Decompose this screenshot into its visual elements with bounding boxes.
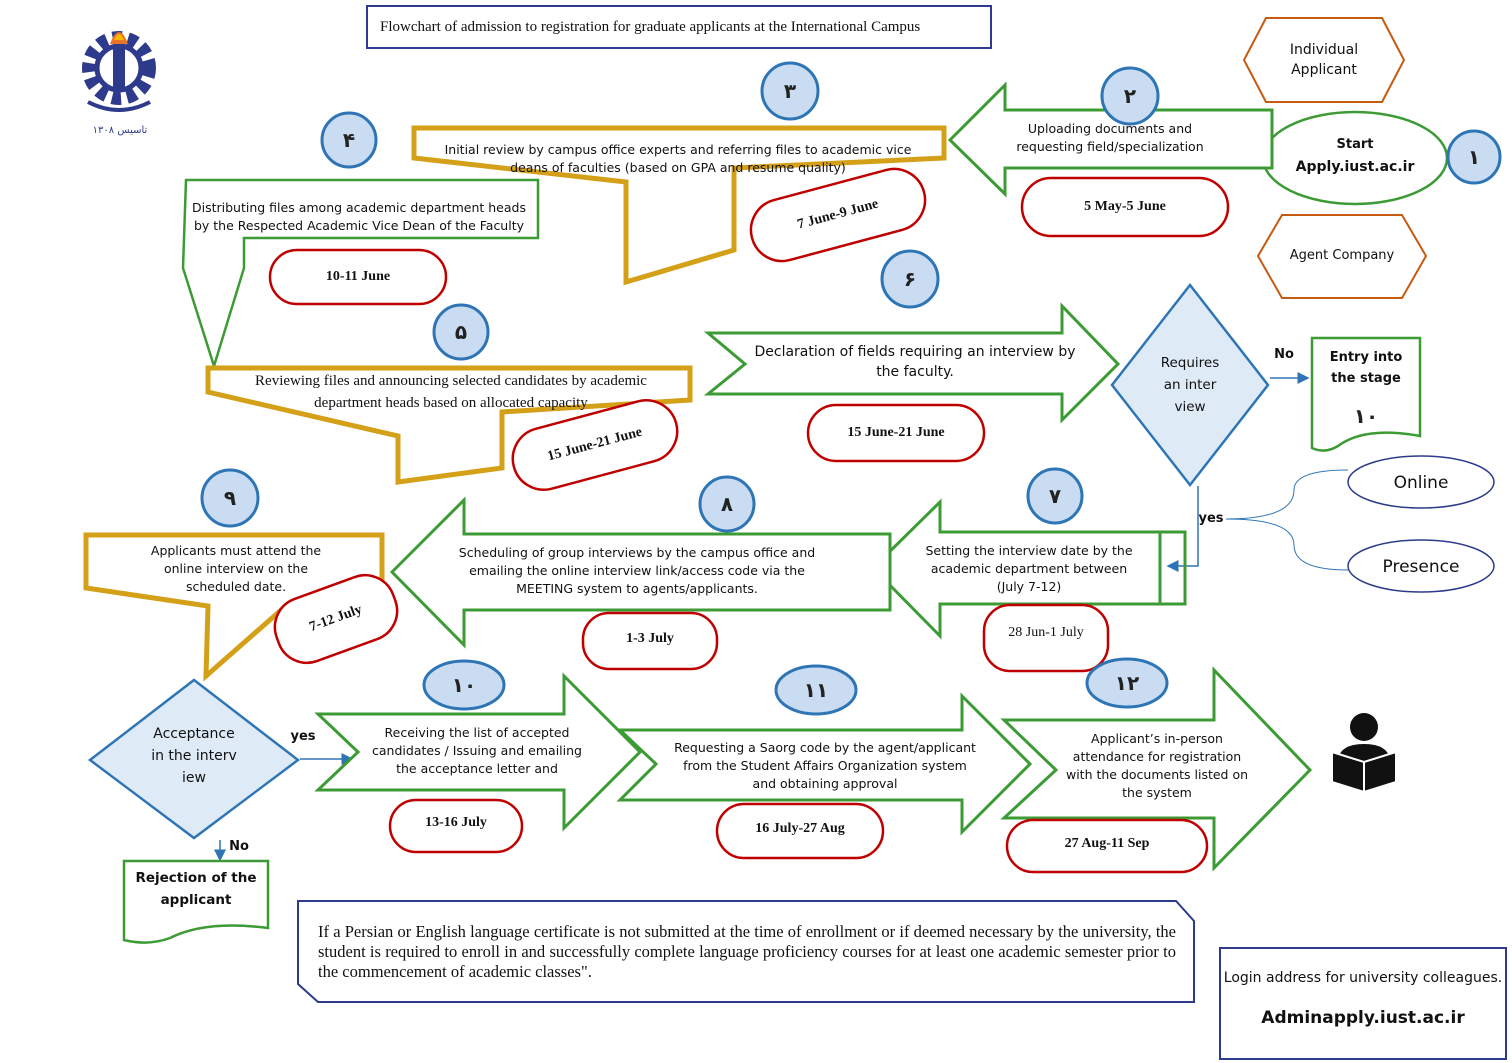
decision-acceptance-no: No xyxy=(229,838,249,854)
date-pill-5 xyxy=(511,399,679,491)
step-12-arrow xyxy=(1000,666,1313,872)
rejection-document xyxy=(122,859,270,944)
entry-stage-text: Entry into the stage xyxy=(1329,349,1403,386)
step-number-1: ۱ xyxy=(1467,144,1481,169)
interview-mode-presence: Presence xyxy=(1382,556,1460,577)
person-reading-icon xyxy=(1331,713,1397,794)
date-pill-6 xyxy=(806,403,986,463)
step-2-text: Uploading documents and requesting field… xyxy=(1016,120,1204,154)
step-6-text: Declaration of fields requiring an inter… xyxy=(754,343,1076,380)
step-7-text: Setting the interview date by the academ… xyxy=(925,542,1133,595)
decision-acceptance-text: Acceptance in the interview xyxy=(151,726,237,786)
step-6-date: 15 June-21 June xyxy=(847,424,945,440)
step-8-text: Scheduling of group interviews by the ca… xyxy=(458,544,816,597)
step-7-arrow xyxy=(870,498,1162,640)
date-pill-9 xyxy=(273,573,399,665)
step-5-text: Reviewing files and announcing selected … xyxy=(255,373,647,411)
decision-interview-no: No xyxy=(1274,346,1294,362)
interview-mode-online: Online xyxy=(1393,472,1449,493)
date-pill-4 xyxy=(268,248,448,306)
step-number-circles xyxy=(200,61,1502,716)
step-number-11: ۱۱ xyxy=(803,677,829,702)
step-3-callout xyxy=(411,125,947,286)
step-5-callout xyxy=(205,365,693,485)
num-circle-10 xyxy=(422,659,506,711)
decision-interview-diamond xyxy=(1110,282,1270,488)
step-2-arrow xyxy=(947,81,1274,198)
step-8-date: 1-3 July xyxy=(626,630,674,646)
step-4-text: Distributing files among academic depart… xyxy=(192,199,526,233)
num-circle-6 xyxy=(880,249,940,309)
entry-stage-document xyxy=(1310,336,1422,452)
rejection-text: Rejection of the applicant xyxy=(135,870,257,908)
agent-company-label: Agent Company xyxy=(1289,247,1395,263)
step-number-3: ۳ xyxy=(783,78,797,103)
date-pill-11 xyxy=(715,802,885,860)
num-circle-3 xyxy=(760,61,820,121)
step-12-date: 27 Aug-11 Sep xyxy=(1064,835,1150,851)
university-logo xyxy=(82,31,156,112)
date-pill-10 xyxy=(388,798,524,854)
date-pill-2 xyxy=(1020,176,1230,238)
num-circle-7 xyxy=(1026,467,1084,525)
date-pill-12 xyxy=(1005,818,1209,874)
step-4-date: 10-11 June xyxy=(325,268,391,284)
step-12-text: Applicant’s in-person attendance for reg… xyxy=(1065,730,1249,801)
step-11-date: 16 July-27 Aug xyxy=(755,820,845,836)
step-4-callout xyxy=(181,178,540,371)
step-number-6: ۶ xyxy=(903,266,917,291)
num-circle-11 xyxy=(774,664,858,716)
num-circle-4 xyxy=(320,111,378,169)
online-ellipse xyxy=(1347,455,1495,509)
step-number-8: ۸ xyxy=(720,491,734,516)
step-10-date: 13-16 July xyxy=(425,814,487,830)
step-7-date: 28 Jun-1 July xyxy=(1008,624,1084,640)
date-pill-8 xyxy=(581,611,719,671)
date-pill-7 xyxy=(982,603,1110,673)
presence-ellipse xyxy=(1347,539,1495,593)
decision-interview-yes: yes xyxy=(1198,510,1224,526)
date-pill-3 xyxy=(749,167,927,263)
step-number-9: ۹ xyxy=(223,485,237,510)
step-number-7: ۷ xyxy=(1048,483,1062,508)
individual-applicant-label: Individual Applicant xyxy=(1289,41,1359,78)
num-circle-8 xyxy=(698,475,756,533)
logo-caption: تاسیس ۱۳۰۸ xyxy=(92,124,148,136)
entry-stage-number: ۱۰ xyxy=(1353,403,1379,428)
step-9-callout xyxy=(83,532,385,682)
step-number-12: ۱۲ xyxy=(1114,670,1140,695)
step-2-date: 5 May-5 June xyxy=(1084,198,1166,214)
step-10-arrow xyxy=(314,672,643,832)
decision-acceptance-diamond xyxy=(87,678,301,840)
step-3-text: Initial review by campus office experts … xyxy=(444,141,912,175)
num-circle-9 xyxy=(200,468,260,528)
step-8-arrow xyxy=(389,496,892,649)
num-circle-12 xyxy=(1085,657,1169,709)
step-9-text: Applicants must attend the online interv… xyxy=(150,542,322,595)
step-10-text: Receiving the list of accepted candidate… xyxy=(372,724,582,777)
num-circle-2 xyxy=(1100,66,1160,126)
hexagon-individual xyxy=(1242,17,1406,103)
decision-interview-text: Requires an interview xyxy=(1160,354,1220,416)
login-box: Login address for university colleagues.… xyxy=(1219,947,1507,1060)
step-number-2: ۲ xyxy=(1123,83,1137,108)
num-circle-5 xyxy=(432,303,490,361)
step-6-arrow xyxy=(703,302,1121,424)
language-note-scroll xyxy=(297,900,1195,1003)
start-label: Start xyxy=(1336,136,1374,152)
language-note: If a Persian or English language certifi… xyxy=(318,922,1176,981)
step-number-5: ۵ xyxy=(454,319,468,344)
start-url: Apply.iust.ac.ir xyxy=(1295,158,1415,175)
hexagon-agent xyxy=(1256,214,1428,299)
num-circle-1 xyxy=(1446,129,1502,185)
decision-acceptance-yes: yes xyxy=(290,728,316,744)
step-11-arrow xyxy=(616,692,1033,836)
step-11-text: Requesting a Saorg code by the agent/app… xyxy=(674,739,976,792)
login-url[interactable]: Adminapply.iust.ac.ir xyxy=(1261,1007,1465,1028)
step-number-10: ۱۰ xyxy=(451,672,477,697)
step-number-4: ۴ xyxy=(342,127,356,152)
login-label: Login address for university colleagues. xyxy=(1223,969,1503,986)
page-title: Flowchart of admission to registration f… xyxy=(366,5,992,49)
